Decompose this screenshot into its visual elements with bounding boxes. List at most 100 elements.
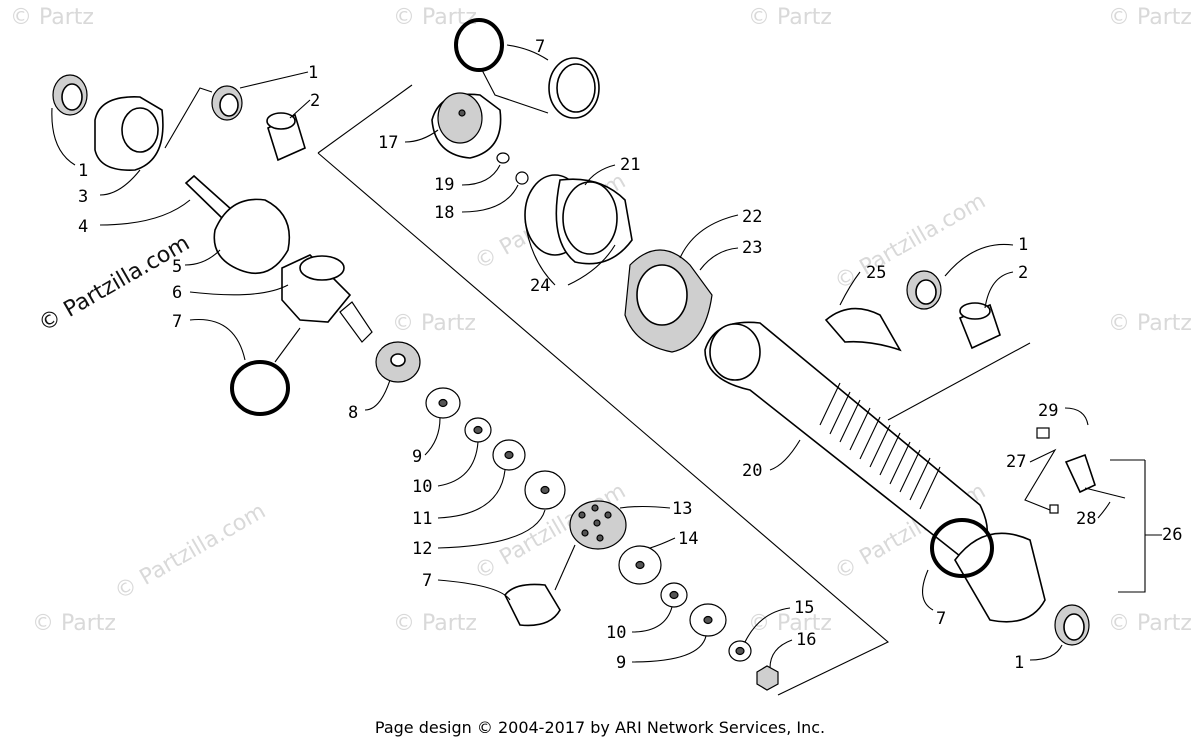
leader-line [554,544,576,591]
callout-3: 3 [78,187,88,207]
sleeve-end [266,112,296,130]
callout-9: 9 [412,447,422,467]
callout-7: 7 [422,571,432,591]
callout-1: 1 [78,161,88,181]
piston-port [596,534,604,542]
leader-line [699,247,739,271]
washer-bore [438,398,448,408]
callout-9: 9 [616,653,626,673]
callout-27: 27 [1006,452,1026,472]
callout-15: 15 [794,598,814,618]
seal-head-hole [458,109,466,117]
callout-12: 12 [412,539,432,559]
watermark: © Partz [392,311,476,336]
leader-line [631,635,707,663]
leader-line [584,164,616,186]
leader-line [524,219,556,286]
bushing-bore [1063,613,1085,641]
washer-bore [504,450,514,460]
bushing-bore [915,279,937,305]
callout-10: 10 [412,477,432,497]
body-thread [829,391,851,435]
washer-bore [703,615,713,625]
leader-line [164,87,213,149]
cap-part-29 [1036,427,1050,439]
washer-bore [669,590,679,600]
band-face [562,181,618,255]
washer-bore [635,560,645,570]
callout-11: 11 [412,509,432,529]
leader-line [424,417,441,456]
group-bracket-line [1118,460,1146,593]
shaft-collar [299,255,345,281]
leader-line [922,569,934,611]
callout-21: 21 [620,155,640,175]
band-inner [556,63,596,113]
bushing-bore [61,83,83,111]
leader-line [51,107,76,166]
valve-part-18 [515,171,529,185]
callout-16: 16 [796,630,816,650]
leader-line [631,606,673,633]
leader-line [619,505,671,509]
washer-bore [540,485,550,495]
leader-line [649,537,676,549]
callout-1: 1 [1018,235,1028,255]
eye-bore [121,107,159,153]
leader-line [481,69,549,114]
callout-24: 24 [530,276,550,296]
valve-core [1049,504,1059,514]
callout-26: 26 [1162,525,1182,545]
body-thread [819,382,841,426]
watermark: © Partz [1108,5,1192,30]
body-thread [899,449,921,493]
callout-17: 17 [378,133,398,153]
leader-line [289,99,311,119]
piston-port [604,511,612,519]
group-bracket-line [887,342,1031,421]
shaft-tip-part-4 [184,174,234,220]
decal-part-25 [824,307,902,352]
shaft-part-6 [281,254,352,323]
callout-7: 7 [936,609,946,629]
callout-4: 4 [78,217,88,237]
valve-body-part-27 [1064,453,1096,494]
leader-line [364,379,391,411]
callout-28: 28 [1076,509,1096,529]
watermark: © Partz [1108,311,1192,336]
callout-23: 23 [742,238,762,258]
watermark-prominent: © Partzilla.com [35,231,195,338]
spring-part-28 [1084,487,1126,499]
leader-line [99,199,191,226]
leader-line [839,271,861,306]
seal-head-face [437,92,483,144]
lower-eye [954,532,1046,623]
leader-line [1064,407,1089,426]
leader-line [679,214,739,259]
body-thread [909,457,931,501]
watermark: © Partz [748,5,832,30]
callout-1: 1 [1014,653,1024,673]
leader-lines [51,44,1111,669]
leader-line [189,318,246,361]
leader-line [769,639,793,669]
leader-line [239,71,309,89]
page-footer: Page design © 2004-2017 by ARI Network S… [374,718,826,737]
sleeve-end [959,302,991,320]
leader-line [769,439,801,471]
callout-2: 2 [1018,263,1028,283]
leader-line [437,579,511,601]
leader-line [1024,448,1057,511]
watermark: © Partz [748,611,832,636]
group-bracket-line [317,84,413,154]
piston-stack [375,341,779,691]
washer-bore [735,646,745,656]
snap-ring-part-19 [496,152,510,164]
leader-line [461,184,519,213]
leader-line [984,271,1014,309]
body-thread [839,399,861,443]
callout-5: 5 [172,257,182,277]
nut-part-16 [756,665,779,691]
watermark: © Partz [1108,611,1192,636]
